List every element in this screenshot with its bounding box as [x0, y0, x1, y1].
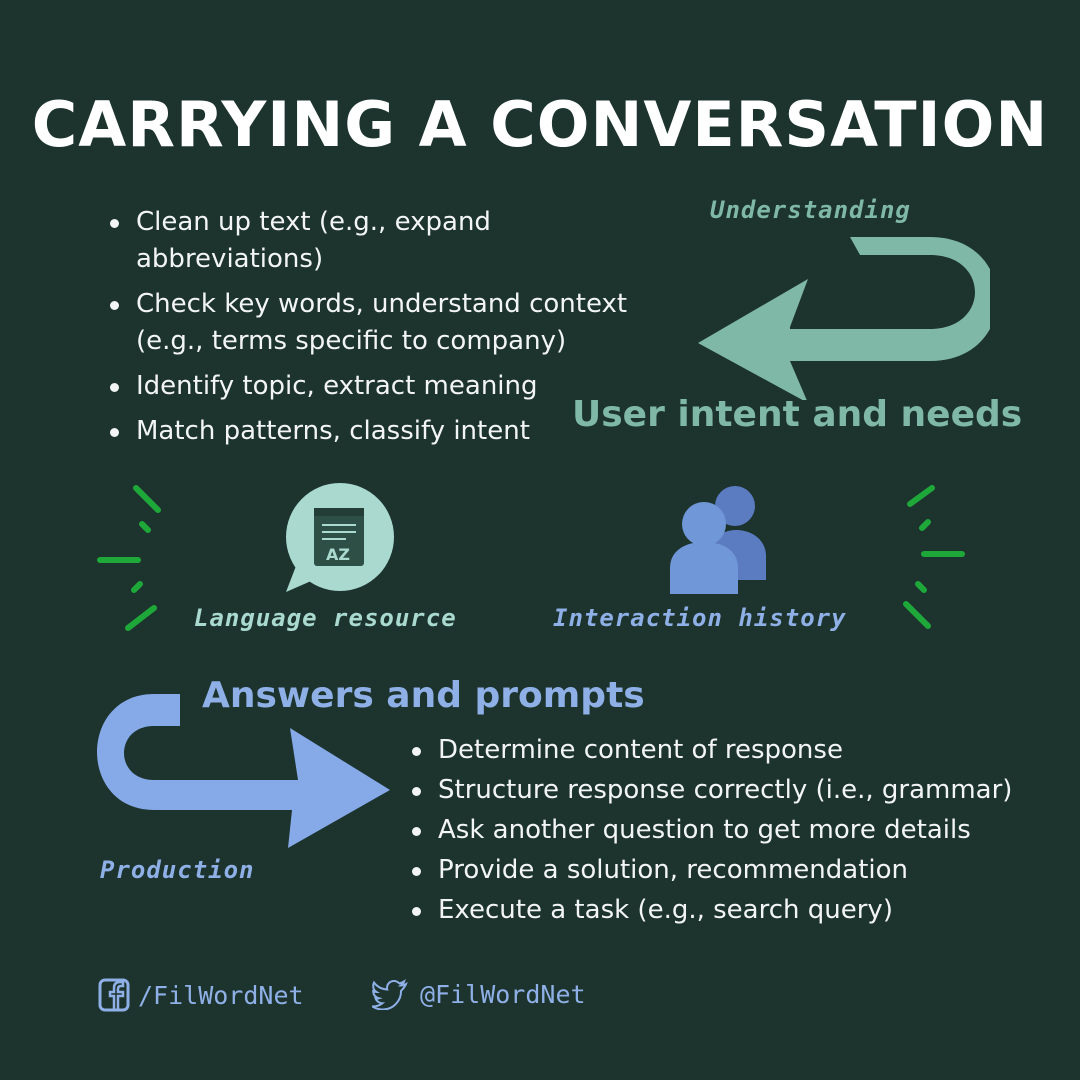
facebook-icon [98, 978, 130, 1012]
twitter-icon [372, 979, 408, 1010]
list-item: Provide a solution, recommendation [410, 852, 1030, 889]
book-icon [286, 483, 394, 592]
list-item: Clean up text (e.g., expand abbreviation… [108, 204, 668, 278]
book-letters: AZ [326, 545, 350, 564]
sparkle-icon [97, 485, 161, 631]
language-resource-label: Language resource [194, 604, 457, 632]
list-item: Ask another question to get more details [410, 812, 1030, 849]
sparkle-icon [903, 485, 965, 629]
list-item: Structure response correctly (i.e., gram… [410, 772, 1030, 809]
facebook-handle: /FilWordNet [138, 980, 304, 1010]
twitter-handle: @FilWordNet [420, 979, 586, 1009]
understanding-bullet-list: Clean up text (e.g., expand abbreviation… [108, 204, 668, 458]
list-item: Check key words, understand context (e.g… [108, 286, 668, 360]
interaction-history-label: Interaction history [553, 604, 847, 632]
curved-arrow-icon [97, 694, 390, 848]
page-title: CARRYING A CONVERSATION [31, 88, 1049, 161]
understanding-label: Understanding [710, 196, 911, 224]
list-item: Identify topic, extract meaning [108, 368, 668, 405]
production-bullet-list: Determine content of response Structure … [410, 732, 1030, 932]
understanding-heading: User intent and needs [572, 394, 1023, 435]
list-item: Execute a task (e.g., search query) [410, 892, 1030, 929]
production-label: Production [100, 856, 255, 884]
curved-arrow-icon [698, 237, 990, 400]
facebook-link[interactable]: /FilWordNet [98, 978, 304, 1012]
twitter-link[interactable]: @FilWordNet [372, 978, 586, 1010]
list-item: Determine content of response [410, 732, 1030, 769]
list-item: Match patterns, classify intent [108, 413, 668, 450]
users-icon [670, 486, 766, 594]
production-heading: Answers and prompts [202, 675, 645, 716]
